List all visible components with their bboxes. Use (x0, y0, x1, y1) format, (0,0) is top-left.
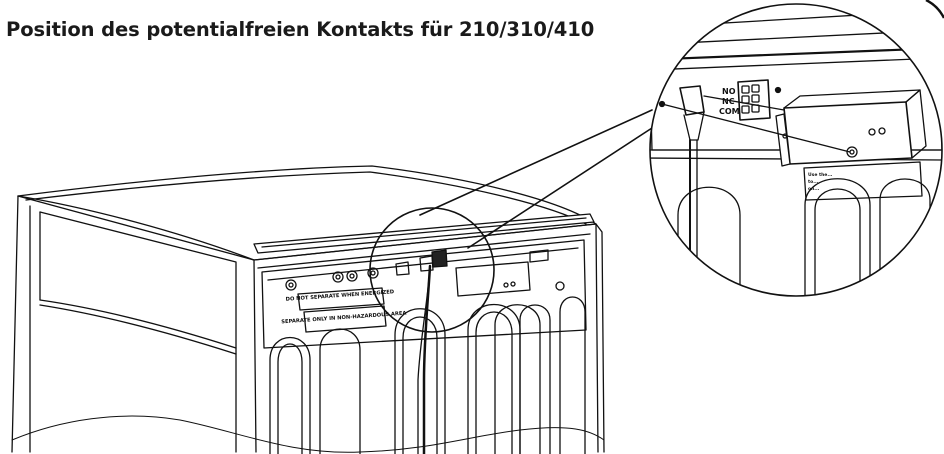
page-title: Position des potentialfreien Kontakts fü… (6, 18, 595, 41)
contact-nc-label: NC (722, 97, 735, 106)
detail-circle (369, 207, 495, 333)
note-text: Use the... to... on... (808, 172, 833, 192)
note-line-3: on... (808, 187, 820, 192)
contact-no-label: NO (722, 87, 736, 96)
note-line-2: to... (808, 179, 819, 185)
basket-loops (269, 296, 586, 454)
rear-connectors (285, 249, 565, 297)
corner-arc (925, 0, 944, 19)
warning-bottom-text: SEPARATE ONLY IN NON-HAZARDOUS AREA (281, 311, 407, 326)
contact-labels: NO NC COM (719, 87, 740, 116)
appliance-body (11, 165, 605, 453)
contact-com-label: COM (719, 107, 740, 116)
leader-line (419, 109, 653, 216)
note-line-1: Use the... (808, 172, 833, 178)
zoom-detail (649, 3, 943, 297)
warning-label-plate (297, 287, 387, 333)
